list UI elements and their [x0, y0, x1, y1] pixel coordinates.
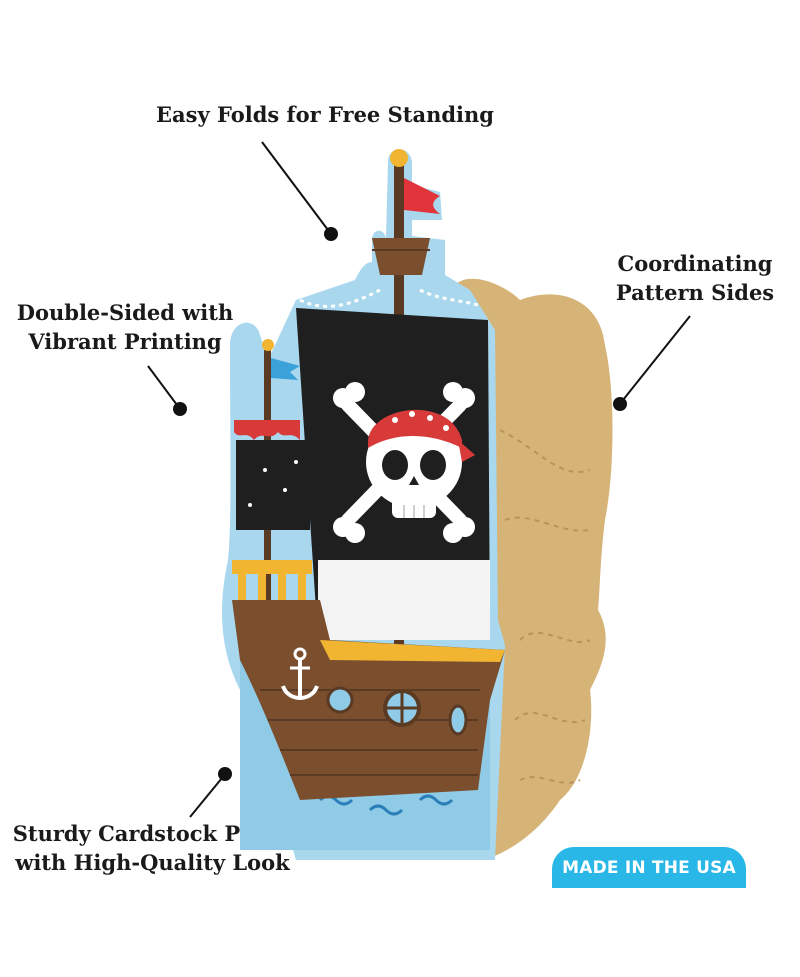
callout-coordinating-line2: Pattern Sides: [615, 280, 775, 305]
callout-coordinating-line1: Coordinating: [617, 251, 773, 276]
made-in-usa-badge: MADE IN THE USA: [552, 847, 746, 888]
front-sail: [296, 308, 490, 640]
callout-easy-folds: Easy Folds for Free Standing: [150, 100, 500, 129]
porthole-icon: [326, 686, 354, 714]
rear-mast: [234, 339, 310, 650]
anchor-icon: [281, 647, 319, 700]
leader-lines: [147, 141, 691, 818]
callout-sturdy-line2: with High-Quality Look: [15, 850, 290, 875]
made-in-usa-text: MADE IN THE USA: [562, 857, 736, 878]
skull-crossbones-icon: [333, 382, 475, 543]
crows-nest: [372, 238, 430, 275]
callout-coordinating: Coordinating Pattern Sides: [600, 249, 790, 307]
flag-icon: [404, 178, 440, 214]
callout-double-sided-line2: Vibrant Printing: [28, 329, 222, 354]
mast-top-ball: [390, 149, 408, 167]
callout-double-sided: Double-Sided with Vibrant Printing: [10, 298, 240, 356]
ship-hull: [232, 560, 505, 800]
callout-double-sided-line1: Double-Sided with: [16, 300, 234, 325]
porthole-icon: [448, 704, 468, 736]
rear-black-sail: [236, 440, 310, 530]
red-bandana: [368, 409, 462, 448]
callout-easy-folds-text: Easy Folds for Free Standing: [156, 102, 494, 127]
